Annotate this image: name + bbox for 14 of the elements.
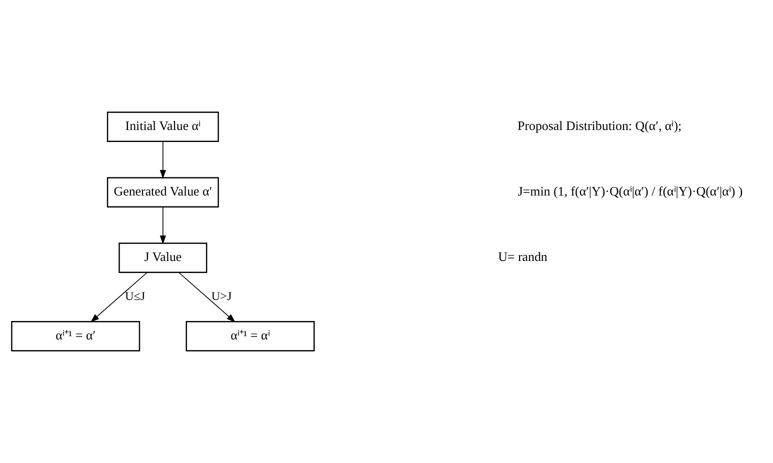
node-box: Initial Value αⁱ bbox=[106, 112, 219, 142]
edge-label: U≤J bbox=[124, 288, 146, 303]
arrow bbox=[160, 206, 166, 244]
arrow bbox=[160, 141, 166, 179]
label: U= randn bbox=[498, 248, 548, 264]
edge-label: U>J bbox=[211, 288, 232, 303]
node-box: J Value bbox=[118, 242, 208, 273]
node-box: αⁱ⁺¹ = αⁱ bbox=[186, 321, 315, 352]
node-box: Generated Value α′ bbox=[106, 177, 219, 208]
arrow bbox=[178, 272, 236, 322]
arrow bbox=[90, 272, 148, 322]
label: Proposal Distribution: Q(α′, αⁱ); bbox=[518, 118, 682, 133]
node-box: αⁱ⁺¹ = α′ bbox=[11, 321, 140, 352]
label: J=min (1, f(α′|Y)·Q(αⁱ|α′) / f(αⁱ|Y)·Q(α′|αⁱ) ) bbox=[518, 183, 743, 198]
